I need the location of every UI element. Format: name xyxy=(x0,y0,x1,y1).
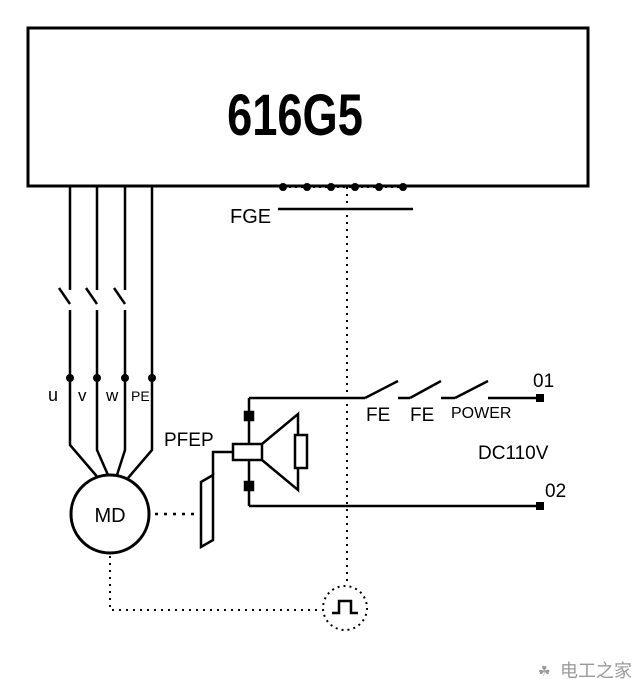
phase-w-label: w xyxy=(105,386,119,405)
phase-v-label: v xyxy=(78,386,87,405)
control-circuit xyxy=(249,379,540,508)
drive-model-label: 616G5 xyxy=(227,84,363,149)
terminal-02-label: 02 xyxy=(545,481,566,502)
motor-label: MD xyxy=(94,505,125,527)
motor-pulse-dotted xyxy=(109,556,320,611)
drive-unit-box xyxy=(26,26,590,188)
terminal-02-dot xyxy=(536,502,544,510)
phase-u-label: u xyxy=(48,385,58,405)
phase-pe-label: PE xyxy=(131,388,150,404)
pfep-label: PFEP xyxy=(164,430,214,451)
encoder-lead xyxy=(211,450,233,475)
switch-fe1-label: FE xyxy=(366,405,390,426)
phase-junction-dots xyxy=(66,374,156,382)
pulse-generator-circle xyxy=(322,585,368,631)
fge-label: FGE xyxy=(230,206,271,228)
phase-lines xyxy=(57,186,154,481)
terminal-01-label: 01 xyxy=(533,371,554,392)
watermark-text: 电工之家 xyxy=(560,661,632,679)
switch-power-label: POWER xyxy=(451,405,511,422)
terminal-01-dot xyxy=(536,394,544,402)
dc-voltage-label: DC110V xyxy=(478,443,549,464)
watermark-icon: ☘ xyxy=(538,664,551,679)
motor-circle xyxy=(69,473,151,555)
relay-assembly xyxy=(231,398,309,506)
encoder-plate xyxy=(199,472,215,550)
pulse-waveform xyxy=(332,599,358,615)
switch-fe2-label: FE xyxy=(410,405,434,426)
